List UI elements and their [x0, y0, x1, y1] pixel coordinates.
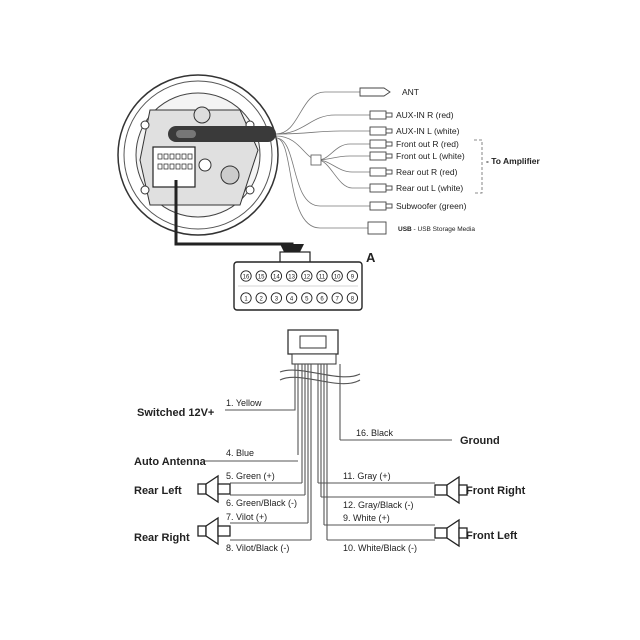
connector-pin — [316, 292, 328, 304]
harness-wires — [205, 364, 452, 541]
front-l-label: Front out L (white) — [396, 151, 465, 161]
wire-10-label: 10. White/Black (-) — [343, 543, 417, 553]
ant-label: ANT — [402, 87, 419, 97]
rca-cables — [275, 87, 483, 235]
rear-left-label: Rear Left — [134, 485, 182, 497]
cable-bundle — [168, 126, 276, 142]
connector-pin — [270, 292, 283, 304]
aux-r-label: AUX-IN R (red) — [396, 110, 454, 120]
speaker-front-right — [434, 475, 468, 505]
connector-pin-number: 7 — [336, 296, 340, 302]
connector-pin-number: 8 — [351, 296, 355, 302]
wire-4-label: 4. Blue — [226, 448, 254, 458]
speaker-front-left — [434, 518, 468, 548]
connector-pin — [331, 292, 343, 304]
connector-label: A — [366, 250, 376, 265]
connector-pin-number: 2 — [260, 296, 264, 302]
auto-antenna-label: Auto Antenna — [134, 456, 207, 468]
wire-12-label: 12. Gray/Black (-) — [343, 500, 414, 510]
connector-pin-number: 9 — [351, 274, 355, 280]
connector-pin-number: 11 — [319, 274, 326, 280]
wire-8-label: 8. Vilot/Black (-) — [226, 543, 289, 553]
connector-pin-number: 3 — [275, 296, 279, 302]
connector-pin — [331, 270, 343, 282]
harness-plug — [279, 329, 361, 385]
connector-pin-number: 10 — [334, 274, 341, 280]
rear-right-label: Rear Right — [134, 532, 190, 544]
connector-pin — [346, 270, 359, 282]
connector-pin — [240, 270, 252, 282]
connector-pin — [346, 292, 359, 304]
speaker-rear-right — [197, 516, 231, 546]
connector-pin-number: 14 — [273, 274, 280, 280]
connector-pin — [255, 270, 267, 282]
connector-pin — [285, 270, 298, 282]
head-unit — [117, 74, 279, 236]
connector-pin-number: 16 — [243, 274, 250, 280]
connector-pin — [255, 292, 267, 304]
to-amplifier-label: - To Amplifier — [486, 156, 541, 166]
front-r-label: Front out R (red) — [396, 139, 459, 149]
connector-pin-number: 6 — [320, 296, 324, 302]
speaker-rear-left — [197, 474, 231, 504]
wire-5-label: 5. Green (+) — [226, 471, 275, 481]
wire-1-label: 1. Yellow — [226, 398, 262, 408]
connector-pin — [285, 292, 298, 304]
switched-12v-label: Switched 12V+ — [137, 407, 214, 419]
front-right-label: Front Right — [466, 485, 526, 497]
sub-label: Subwoofer (green) — [396, 201, 467, 211]
ground-label: Ground — [460, 435, 500, 447]
connector-pin — [270, 270, 283, 282]
aux-l-label: AUX-IN L (white) — [396, 126, 460, 136]
connector-pin-number: 4 — [290, 296, 294, 302]
connector-pin-number: 5 — [305, 296, 309, 302]
rear-r-label: Rear out R (red) — [396, 167, 458, 177]
wire-6-label: 6. Green/Black (-) — [226, 498, 297, 508]
wire-16-label: 16. Black — [356, 428, 394, 438]
connector-pin-number: 1 — [244, 296, 248, 302]
connector-pin-number: 13 — [288, 274, 295, 280]
usb-label: USB - USB Storage Media — [398, 226, 475, 233]
connector-pin — [301, 292, 313, 304]
rear-l-label: Rear out L (white) — [396, 183, 463, 193]
wire-9-label: 9. White (+) — [343, 513, 390, 523]
connector-pin — [240, 292, 252, 304]
wire-7-label: 7. Vilot (+) — [226, 512, 267, 522]
connector-pin — [301, 270, 313, 282]
front-left-label: Front Left — [466, 530, 518, 542]
connector-pin-number: 12 — [303, 274, 310, 280]
arrow-to-connector — [174, 180, 304, 268]
wire-11-label: 11. Gray (+) — [343, 471, 391, 481]
connector-pin-number: 15 — [258, 274, 265, 280]
connector-pin — [316, 270, 328, 282]
